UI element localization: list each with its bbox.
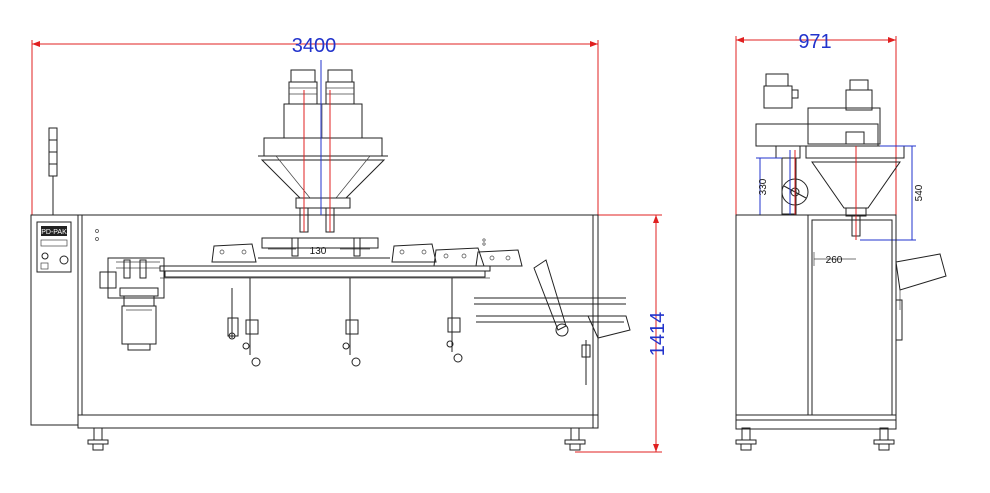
side-frame: [735, 214, 897, 430]
feeder-height-label: 330: [758, 178, 769, 195]
front-width-label: 3400: [292, 35, 337, 57]
dimension-width-front: 3400: [31, 35, 599, 215]
signal-tower: [48, 127, 58, 215]
discharge-chute-side: [895, 253, 947, 341]
brand-plate: [41, 226, 67, 236]
side-feet: [735, 427, 895, 451]
front-height-label: 1414: [647, 312, 669, 357]
auger-motors-front: [283, 69, 363, 139]
spout-spacing-label: 130: [310, 246, 327, 257]
dimension-spout-spacing: 130: [268, 237, 370, 257]
hopper-height-label: 540: [914, 184, 925, 201]
feeder-side: [775, 145, 809, 215]
film-unwind-unit: [99, 257, 165, 351]
side-view: 971: [735, 31, 947, 451]
dimension-height-front: 1414: [575, 214, 669, 453]
control-cabinet: PD-PAK: [30, 214, 79, 426]
dimension-width-side: 971: [735, 31, 897, 215]
pouch-track: [159, 237, 491, 279]
actuators: [227, 278, 463, 367]
pouch-clamps: [211, 238, 523, 267]
spout-offset-label: 260: [826, 255, 843, 266]
hopper-front: [258, 60, 388, 233]
hopper-side: [805, 145, 905, 240]
auger-motors-side: [755, 73, 881, 147]
dimension-spout-offset: 260: [813, 252, 856, 266]
front-feet: [87, 427, 586, 451]
dimension-hopper-height: 540: [860, 145, 925, 241]
side-width-label: 971: [798, 31, 831, 53]
discharge-conveyor-front: [474, 259, 631, 385]
front-view: 3400 1414 PD-PAK: [30, 35, 669, 453]
dimension-feeder-height: 330: [756, 157, 782, 216]
brand-label: PD-PAK: [41, 229, 67, 236]
